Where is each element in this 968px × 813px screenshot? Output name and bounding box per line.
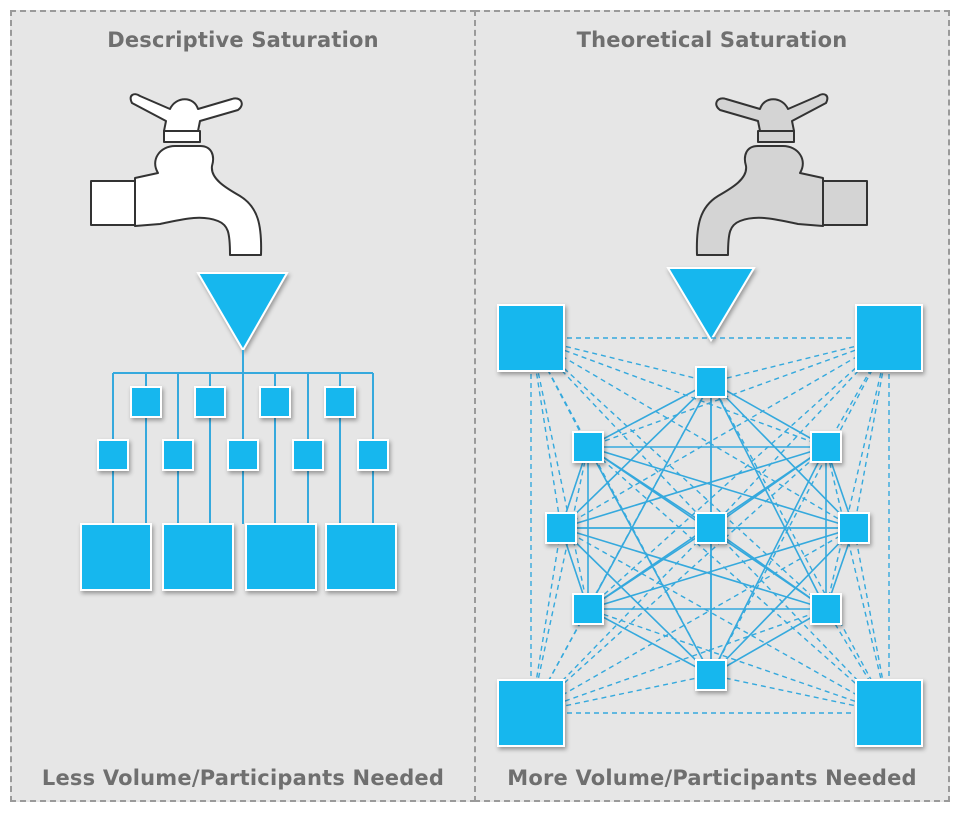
network-node bbox=[838, 512, 870, 544]
dashed-connector bbox=[710, 337, 890, 676]
tree-node bbox=[259, 386, 291, 418]
solid-connector bbox=[560, 381, 712, 529]
dashed-connector bbox=[530, 337, 712, 529]
dashed-connector bbox=[530, 608, 827, 714]
tree-node bbox=[130, 386, 162, 418]
network-corner-node bbox=[497, 679, 565, 747]
panel-descriptive-saturation: Descriptive Saturation Less Volume/Parti… bbox=[10, 10, 476, 802]
solid-connector bbox=[710, 608, 827, 676]
solid-connector bbox=[710, 446, 827, 529]
network-node bbox=[695, 659, 727, 691]
solid-connector bbox=[560, 527, 827, 610]
network-corner-node bbox=[855, 679, 923, 747]
network-node bbox=[695, 512, 727, 544]
solid-connector bbox=[710, 381, 827, 610]
network-node bbox=[572, 593, 604, 625]
funnel-triangle-icon bbox=[196, 272, 289, 352]
solid-connector bbox=[710, 527, 855, 676]
solid-connector bbox=[587, 446, 712, 529]
solid-connector bbox=[587, 381, 712, 610]
solid-connector bbox=[710, 381, 855, 529]
network-node bbox=[810, 593, 842, 625]
solid-connector bbox=[587, 527, 855, 610]
solid-connector bbox=[710, 381, 827, 448]
network-node bbox=[810, 431, 842, 463]
panel-footer: Less Volume/Participants Needed bbox=[41, 766, 445, 790]
panel-footer: More Volume/Participants Needed bbox=[507, 766, 917, 790]
network-nodes bbox=[497, 304, 923, 747]
tree-node bbox=[194, 386, 226, 418]
faucet-icon bbox=[90, 93, 263, 256]
tree-leaf bbox=[162, 523, 234, 591]
panel-title: Descriptive Saturation bbox=[107, 28, 379, 52]
dashed-connector bbox=[530, 446, 589, 714]
dashed-connector bbox=[587, 608, 890, 714]
tree-node bbox=[227, 439, 259, 471]
tree-leaf bbox=[245, 523, 317, 591]
faucet-icon bbox=[695, 93, 868, 256]
dashed-connector bbox=[560, 337, 890, 529]
tree-node bbox=[162, 439, 194, 471]
network-node bbox=[572, 431, 604, 463]
dashed-connector bbox=[530, 337, 827, 448]
tree-node bbox=[357, 439, 389, 471]
solid-connector bbox=[710, 527, 827, 610]
solid-connector bbox=[587, 446, 855, 529]
dashed-connector bbox=[587, 446, 890, 714]
dashed-connector bbox=[825, 337, 890, 610]
dashed-connector bbox=[710, 527, 890, 714]
tree-node bbox=[97, 439, 129, 471]
tree-connectors bbox=[112, 350, 374, 524]
solid-connector bbox=[710, 446, 827, 676]
tree-node bbox=[292, 439, 324, 471]
funnel-triangle-icon bbox=[666, 267, 756, 342]
dashed-connector bbox=[825, 446, 890, 714]
network-corner-node bbox=[855, 304, 923, 372]
tree-leaf bbox=[80, 523, 152, 591]
solid-connector bbox=[560, 446, 827, 529]
network-corner-node bbox=[497, 304, 565, 372]
dashed-connector bbox=[530, 337, 827, 610]
network-node bbox=[545, 512, 577, 544]
dashed-connector bbox=[530, 446, 827, 714]
network-node bbox=[695, 366, 727, 398]
panel-title: Theoretical Saturation bbox=[576, 28, 848, 52]
solid-connector bbox=[560, 527, 712, 676]
solid-connector bbox=[587, 527, 712, 610]
solid-connector bbox=[587, 381, 712, 448]
theoretical-network bbox=[497, 267, 923, 747]
tree-leaf bbox=[325, 523, 397, 591]
solid-connector bbox=[587, 446, 712, 676]
tree-node bbox=[324, 386, 356, 418]
descriptive-tree bbox=[80, 272, 397, 591]
dashed-connector bbox=[587, 337, 890, 448]
dashed-connector bbox=[530, 337, 589, 610]
solid-connector bbox=[587, 608, 712, 676]
